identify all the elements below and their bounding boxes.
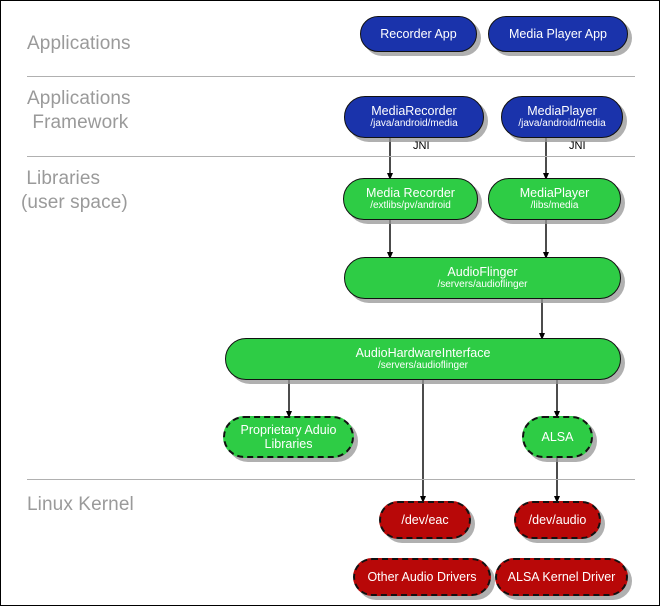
node-title-mediarecorder-framework: MediaRecorder	[371, 104, 457, 118]
node-other-audio-drivers[interactable]: Other Audio Drivers	[353, 558, 491, 596]
node-dev-eac[interactable]: /dev/eac	[379, 501, 471, 539]
node-title-alsa: ALSA	[541, 430, 574, 444]
node-subtitle-audiohardwareinterface: /servers/audioflinger	[377, 360, 469, 371]
edge-label-jni-left: JNI	[413, 140, 430, 152]
node-subtitle-media-recorder-lib: /extlibs/pv/android	[370, 200, 451, 211]
node-title-other-audio-drivers: Other Audio Drivers	[367, 570, 477, 584]
node-alsa[interactable]: ALSA	[522, 416, 593, 458]
layer-label-applications: Applications	[27, 33, 131, 54]
node-title-media-player-app: Media Player App	[509, 27, 607, 41]
node-title-media-recorder-lib: Media Recorder	[366, 186, 455, 200]
node-title-audiohardwareinterface: AudioHardwareInterface	[355, 346, 491, 360]
node-audioflinger[interactable]: AudioFlinger/servers/audioflinger	[344, 257, 621, 299]
node-dev-audio[interactable]: /dev/audio	[514, 501, 601, 539]
node-title-audioflinger: AudioFlinger	[447, 265, 518, 279]
node-title-mediaplayer-framework: MediaPlayer	[527, 104, 597, 118]
node-title-dev-eac: /dev/eac	[401, 513, 449, 527]
node-title-mediaplayer-lib: MediaPlayer	[519, 186, 590, 200]
node-recorder-app[interactable]: Recorder App	[360, 16, 477, 52]
node-subtitle-audioflinger: /servers/audioflinger	[437, 279, 528, 290]
node-title-proprietary-audio-libs: Proprietary Aduio Libraries	[240, 423, 337, 451]
layer-label-applications-framework: Applications Framework	[27, 88, 131, 133]
node-alsa-kernel-driver[interactable]: ALSA Kernel Driver	[495, 558, 628, 596]
node-subtitle-mediaplayer-framework: /java/android/media	[518, 118, 606, 129]
node-title-recorder-app: Recorder App	[380, 27, 457, 41]
node-media-recorder-lib[interactable]: Media Recorder/extlibs/pv/android	[343, 178, 478, 220]
layer-label-linux-kernel: Linux Kernel	[27, 494, 134, 515]
layer-divider-applications	[27, 76, 635, 77]
node-mediaplayer-framework[interactable]: MediaPlayer/java/android/media	[501, 96, 623, 138]
node-mediarecorder-framework[interactable]: MediaRecorder/java/android/media	[344, 96, 484, 138]
edge-label-jni-right: JNI	[569, 140, 586, 152]
node-subtitle-mediarecorder-framework: /java/android/media	[370, 118, 458, 129]
node-proprietary-audio-libs[interactable]: Proprietary Aduio Libraries	[223, 416, 354, 458]
node-media-player-app[interactable]: Media Player App	[488, 16, 628, 52]
node-audiohardwareinterface[interactable]: AudioHardwareInterface/servers/audioflin…	[225, 338, 621, 380]
layer-divider-libraries	[27, 479, 635, 480]
node-title-dev-audio: /dev/audio	[528, 513, 587, 527]
node-title-alsa-kernel-driver: ALSA Kernel Driver	[507, 570, 616, 584]
node-mediaplayer-lib[interactable]: MediaPlayer/libs/media	[488, 178, 621, 220]
node-subtitle-mediaplayer-lib: /libs/media	[530, 200, 579, 211]
layer-divider-applications-framework	[27, 156, 635, 157]
layer-label-libraries: Libraries (user space)	[21, 168, 128, 213]
